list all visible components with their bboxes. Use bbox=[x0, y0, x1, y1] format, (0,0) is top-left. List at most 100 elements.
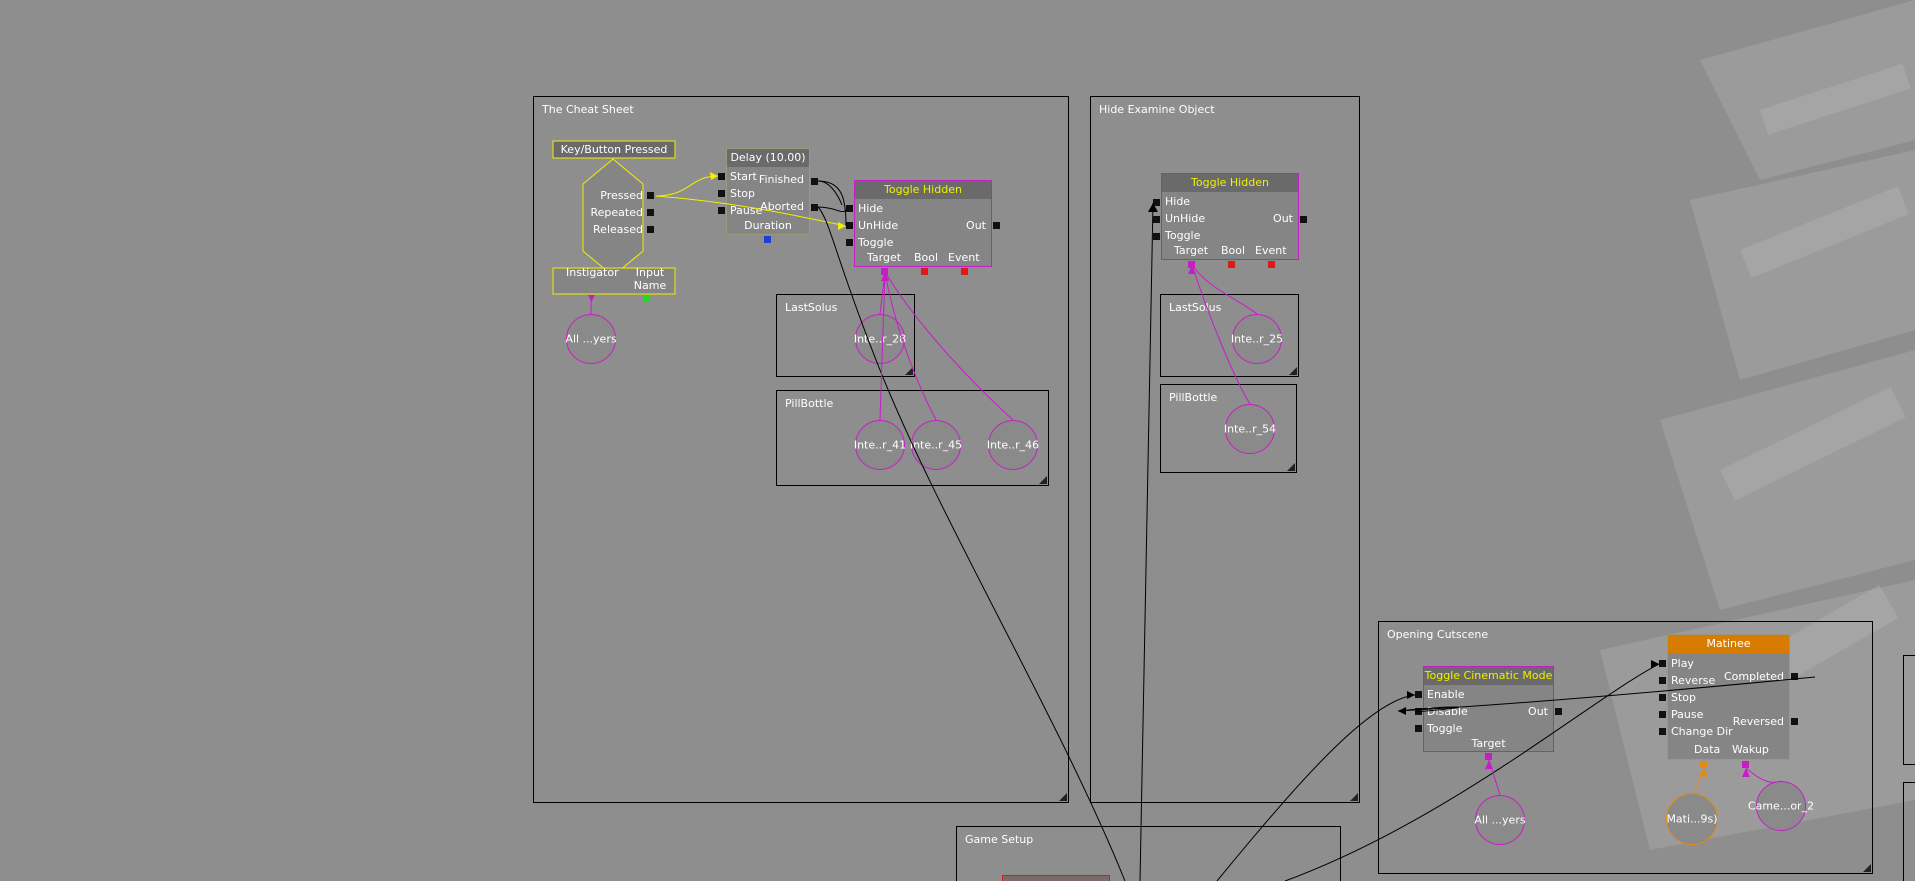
event-shape bbox=[552, 140, 676, 295]
comment-title: PillBottle bbox=[785, 397, 834, 410]
toggle-hidden-1-output-pin-out[interactable] bbox=[993, 222, 1000, 229]
delay-input-pin-start[interactable] bbox=[718, 173, 725, 180]
toggle-cinematic-input-pin-toggle[interactable] bbox=[1415, 725, 1422, 732]
toggle-cinematic-mode-node[interactable]: Toggle Cinematic Mode Enable Disable Tog… bbox=[1423, 666, 1554, 752]
matinee-input-pin-reverse[interactable] bbox=[1659, 677, 1666, 684]
var-link-label-target: Target bbox=[867, 251, 902, 264]
toggle-cinematic-input-pin-enable[interactable] bbox=[1415, 691, 1422, 698]
matinee-input-pin-stop[interactable] bbox=[1659, 694, 1666, 701]
toggle-hidden-2-input-pin-hide[interactable] bbox=[1153, 199, 1160, 206]
variable-all-players-2[interactable]: All ...yers bbox=[1474, 795, 1526, 845]
input-label-pause: Pause bbox=[730, 204, 763, 217]
resize-handle-icon[interactable] bbox=[1287, 463, 1295, 471]
matinee-input-pin-change-dir[interactable] bbox=[1659, 728, 1666, 735]
toggle-hidden-1-input-pin-unhide[interactable] bbox=[846, 222, 853, 229]
delay-output-pin-finished[interactable] bbox=[811, 178, 818, 185]
variable-label: Inte..r_54 bbox=[1223, 422, 1277, 436]
delay-node[interactable]: Delay (10.00) Start Stop Pause Finished … bbox=[726, 148, 810, 235]
toggle-cinematic-var-pin-target[interactable] bbox=[1485, 753, 1492, 760]
variable-label: Came...or_2 bbox=[1747, 799, 1815, 813]
comment-game-setup[interactable]: Game Setup bbox=[956, 826, 1341, 881]
variable-inte-r-46[interactable]: Inte..r_46 bbox=[987, 420, 1039, 470]
input-label-stop: Stop bbox=[730, 187, 756, 200]
output-label-reversed: Reversed bbox=[1732, 715, 1784, 728]
resize-handle-icon[interactable] bbox=[1289, 367, 1297, 375]
matinee-output-pin-completed[interactable] bbox=[1791, 673, 1798, 680]
offscreen-frame-1[interactable] bbox=[1903, 655, 1915, 765]
toggle-hidden-1-var-pin-event[interactable] bbox=[961, 268, 968, 275]
game-setup-node-top[interactable] bbox=[1002, 875, 1110, 881]
toggle-hidden-2-var-pin-bool[interactable] bbox=[1228, 261, 1235, 268]
toggle-hidden-2-var-pin-target[interactable] bbox=[1188, 261, 1195, 268]
input-label-change-dir: Change Dir bbox=[1671, 725, 1733, 738]
matinee-var-pin-wakup[interactable] bbox=[1742, 761, 1749, 768]
resize-handle-icon[interactable] bbox=[1059, 793, 1067, 801]
toggle-hidden-1-var-pin-bool[interactable] bbox=[921, 268, 928, 275]
variable-label: Inte..r_46 bbox=[986, 438, 1040, 452]
variable-matinee-data[interactable]: Mati...9s) bbox=[1666, 793, 1718, 845]
toggle-hidden-1-input-pin-toggle[interactable] bbox=[846, 239, 853, 246]
toggle-hidden-node-1[interactable]: Toggle Hidden Hide UnHide Toggle Out Tar… bbox=[854, 180, 992, 267]
resize-handle-icon[interactable] bbox=[1350, 793, 1358, 801]
var-link-label-event: Event bbox=[948, 251, 980, 264]
matinee-var-pin-data[interactable] bbox=[1700, 761, 1707, 768]
resize-handle-icon[interactable] bbox=[905, 367, 913, 375]
node-title: Toggle Hidden bbox=[1162, 174, 1298, 192]
toggle-hidden-node-2[interactable]: Toggle Hidden Hide UnHide Toggle Out Tar… bbox=[1161, 173, 1299, 260]
variable-inte-r-45[interactable]: Inte..r_45 bbox=[910, 420, 962, 470]
output-label-out: Out bbox=[1528, 705, 1548, 718]
node-title: Delay (10.00) bbox=[727, 149, 809, 167]
toggle-hidden-2-input-pin-unhide[interactable] bbox=[1153, 216, 1160, 223]
output-label-released: Released bbox=[593, 223, 643, 236]
node-title: Toggle Cinematic Mode bbox=[1424, 667, 1553, 685]
matinee-input-pin-pause[interactable] bbox=[1659, 711, 1666, 718]
variable-inte-r-25[interactable]: Inte..r_25 bbox=[1231, 314, 1283, 364]
toggle-cinematic-input-pin-disable[interactable] bbox=[1415, 708, 1422, 715]
variable-camera-actor[interactable]: Came...or_2 bbox=[1748, 781, 1814, 831]
variable-inte-r-54[interactable]: Inte..r_54 bbox=[1224, 404, 1276, 454]
output-pin-repeated[interactable] bbox=[647, 209, 654, 216]
output-label-out: Out bbox=[1273, 212, 1293, 225]
toggle-hidden-2-var-pin-event[interactable] bbox=[1268, 261, 1275, 268]
toggle-cinematic-output-pin-out[interactable] bbox=[1555, 708, 1562, 715]
resize-handle-icon[interactable] bbox=[1039, 476, 1047, 484]
input-label-unhide: UnHide bbox=[858, 219, 899, 232]
var-link-label-duration: Duration bbox=[744, 219, 792, 232]
comment-title: The Cheat Sheet bbox=[542, 103, 634, 116]
input-label-pause: Pause bbox=[1671, 708, 1704, 721]
toggle-hidden-1-var-pin-target[interactable] bbox=[881, 268, 888, 275]
toggle-hidden-2-output-pin-out[interactable] bbox=[1300, 216, 1307, 223]
variable-label: Inte..r_28 bbox=[853, 332, 907, 346]
var-link-label-event: Event bbox=[1255, 244, 1287, 257]
delay-input-pin-stop[interactable] bbox=[718, 190, 725, 197]
delay-output-pin-aborted[interactable] bbox=[811, 204, 818, 211]
matinee-output-pin-reversed[interactable] bbox=[1791, 718, 1798, 725]
node-title: Key/Button Pressed bbox=[560, 143, 668, 156]
matinee-node[interactable]: Matinee Play Reverse Stop Pause Change D… bbox=[1667, 634, 1790, 760]
resize-handle-icon[interactable] bbox=[1863, 864, 1871, 872]
input-label-play: Play bbox=[1671, 657, 1694, 670]
matinee-input-pin-play[interactable] bbox=[1659, 660, 1666, 667]
toggle-hidden-1-input-pin-hide[interactable] bbox=[846, 205, 853, 212]
input-label-disable: Disable bbox=[1427, 705, 1468, 718]
output-label-repeated: Repeated bbox=[590, 206, 643, 219]
output-pin-pressed[interactable] bbox=[647, 192, 654, 199]
var-pin-instigator-icon[interactable] bbox=[588, 295, 595, 302]
comment-title: PillBottle bbox=[1169, 391, 1218, 404]
output-label-out: Out bbox=[966, 219, 986, 232]
delay-input-pin-pause[interactable] bbox=[718, 207, 725, 214]
var-link-label-data: Data bbox=[1694, 743, 1721, 756]
variable-inte-r-28[interactable]: Inte..r_28 bbox=[854, 314, 906, 364]
output-pin-released[interactable] bbox=[647, 226, 654, 233]
var-pin-input-name[interactable] bbox=[643, 295, 650, 302]
offscreen-frame-2[interactable] bbox=[1903, 782, 1915, 881]
key-button-pressed-event[interactable]: Key/Button Pressed Pressed Repeated Rele… bbox=[552, 140, 676, 302]
toggle-hidden-2-input-pin-toggle[interactable] bbox=[1153, 233, 1160, 240]
var-link-label-target: Target bbox=[1471, 737, 1506, 750]
variable-all-players-1[interactable]: All ...yers bbox=[565, 314, 617, 364]
output-label-aborted: Aborted bbox=[760, 200, 804, 213]
comment-title: Hide Examine Object bbox=[1099, 103, 1215, 116]
delay-var-pin-duration[interactable] bbox=[764, 236, 771, 243]
output-label-finished: Finished bbox=[758, 173, 804, 186]
